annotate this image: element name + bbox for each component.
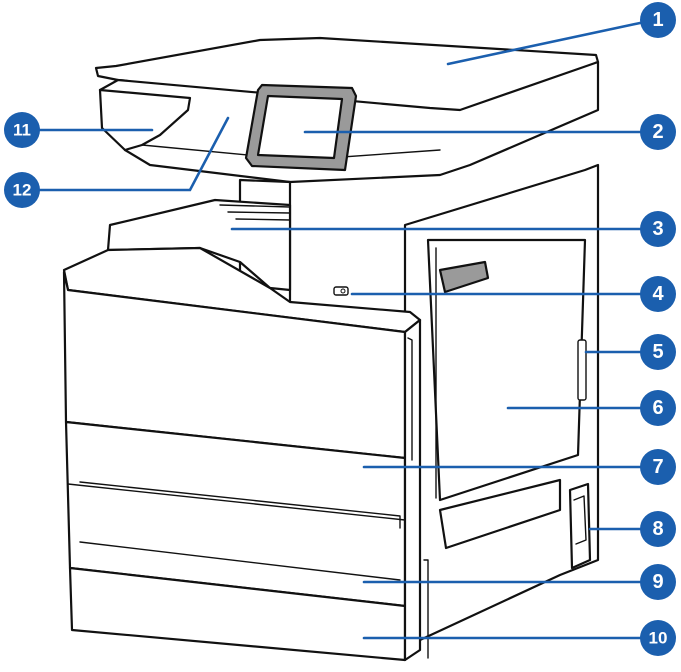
callout-7: 7 <box>640 449 676 485</box>
svg-text:11: 11 <box>13 121 31 140</box>
callout-12: 12 <box>4 172 40 208</box>
svg-text:9: 9 <box>652 571 663 593</box>
control-panel-touchscreen[interactable] <box>256 94 344 160</box>
svg-text:2: 2 <box>652 121 663 143</box>
power-switch[interactable] <box>577 339 587 401</box>
svg-text:10: 10 <box>649 629 668 648</box>
callout-11: 11 <box>4 112 40 148</box>
svg-text:7: 7 <box>652 456 663 478</box>
svg-text:1: 1 <box>652 9 663 31</box>
svg-text:6: 6 <box>652 397 663 419</box>
printer-illustration <box>62 36 600 662</box>
svg-text:3: 3 <box>652 218 663 240</box>
svg-text:12: 12 <box>13 181 32 200</box>
scanner-output-bin <box>98 88 192 152</box>
lower-right-panel <box>438 478 562 550</box>
callout-6: 6 <box>640 390 676 426</box>
leader-12 <box>36 116 230 192</box>
svg-text:4: 4 <box>652 283 664 305</box>
output-tray-lines <box>199 204 291 289</box>
callout-5: 5 <box>640 334 676 370</box>
power-connector <box>568 482 592 570</box>
callout-8: 8 <box>640 511 676 547</box>
callout-badges: 1 2 3 4 5 6 7 8 9 10 11 <box>4 2 676 656</box>
power-connector-detail <box>573 495 587 545</box>
callout-1: 1 <box>640 2 676 38</box>
svg-text:8: 8 <box>652 518 663 540</box>
tray-2-seam <box>67 483 406 521</box>
callout-10: 10 <box>640 620 676 656</box>
callout-9: 9 <box>640 564 676 600</box>
front-door-right-trim <box>407 337 413 461</box>
callout-3: 3 <box>640 211 676 247</box>
callout-4: 4 <box>640 276 676 312</box>
leader-1 <box>446 21 642 66</box>
right-foot-trim <box>423 559 429 659</box>
right-door-latch <box>438 260 490 294</box>
front-right-strip <box>403 318 422 662</box>
power-button[interactable] <box>333 286 349 296</box>
svg-text:5: 5 <box>652 341 663 363</box>
power-button-icon <box>340 288 346 294</box>
leader-lines <box>36 21 644 640</box>
callout-2: 2 <box>640 114 676 150</box>
tray-2-handle <box>79 481 401 581</box>
